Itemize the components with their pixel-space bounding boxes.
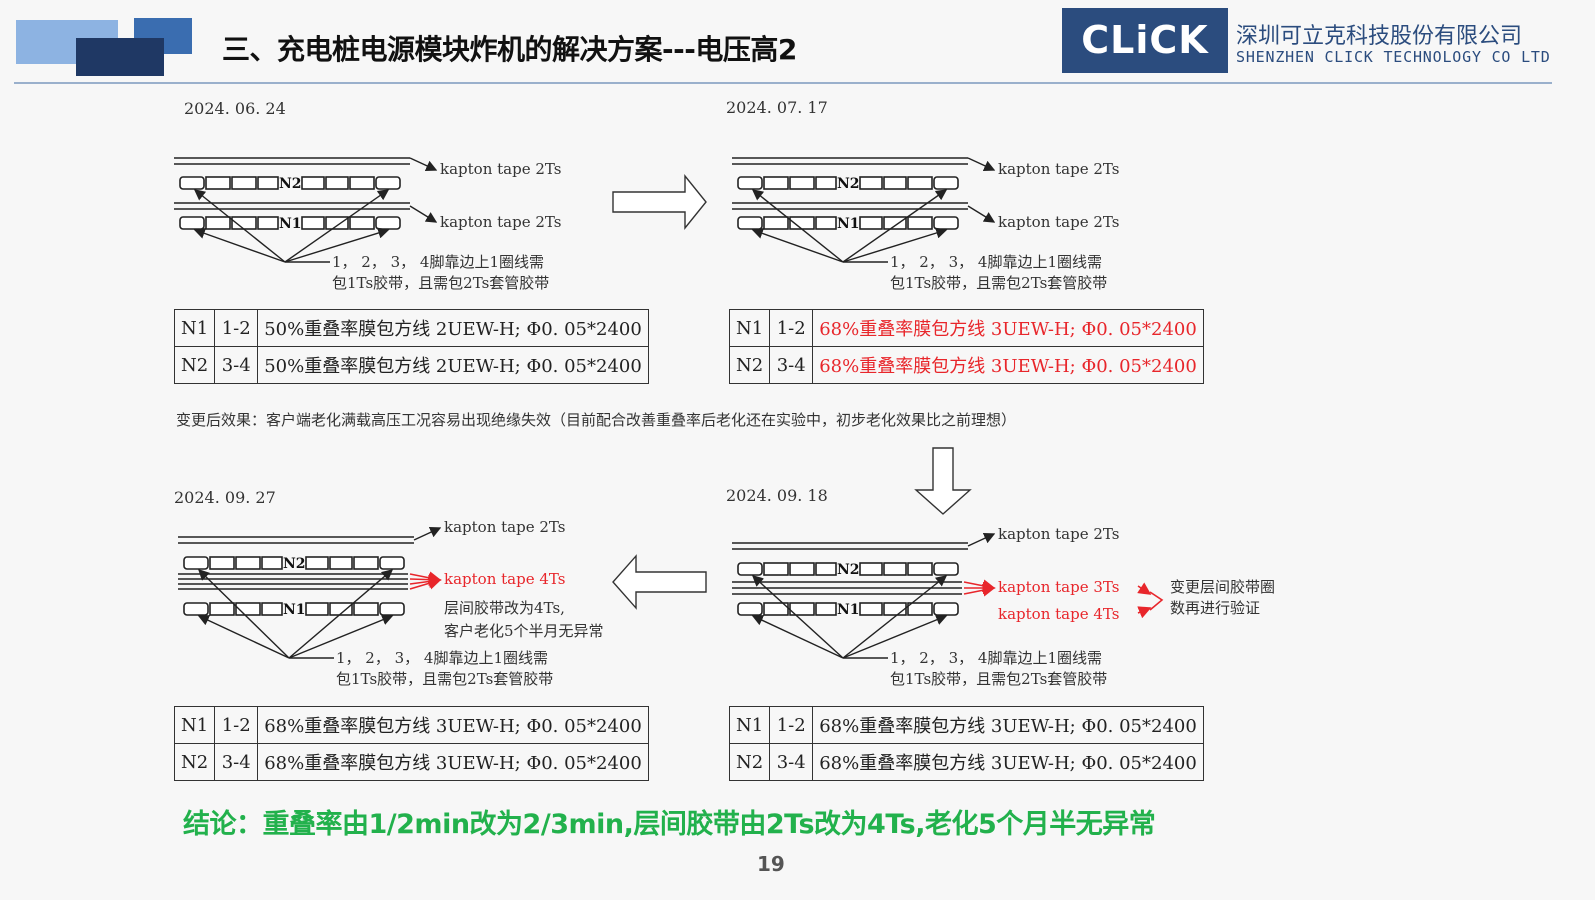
table-row: N2 3-4 68%重叠率膜包方线 3UEW-H; Φ0. 05*2400 [173, 743, 649, 781]
tape-top-d1: kapton tape 2Ts [440, 160, 562, 178]
tape-mid-d2: kapton tape 2Ts [998, 213, 1120, 231]
cell-spec: 68%重叠率膜包方线 3UEW-H; Φ0. 05*2400 [257, 706, 649, 744]
tape-top-d3: kapton tape 2Ts [998, 525, 1120, 543]
tape-top-d4: kapton tape 2Ts [444, 518, 566, 536]
label-n1-d1: N1 [279, 216, 302, 232]
cell-spec: 50%重叠率膜包方线 2UEW-H; Φ0. 05*2400 [257, 309, 649, 347]
change-note-line2: 数再进行验证 [1170, 599, 1261, 617]
cell-winding: N2 [728, 346, 771, 384]
note-d2: 1， 2， 3， 4脚靠边上1圈线需 包1Ts胶带，且需包2Ts套管胶带 [890, 252, 1107, 294]
cell-winding: N1 [173, 309, 216, 347]
company-name-cn: 深圳可立克科技股份有限公司 [1236, 24, 1523, 49]
note-line2-d1: 包1Ts胶带，且需包2Ts套管胶带 [332, 274, 550, 292]
tape-top-d2: kapton tape 2Ts [998, 160, 1120, 178]
arrow-right-icon [612, 174, 707, 230]
label-n1-d3: N1 [837, 602, 860, 618]
spec-table-d2: N1 1-2 68%重叠率膜包方线 3UEW-H; Φ0. 05*2400 N2… [728, 309, 1204, 384]
cell-winding: N2 [728, 743, 771, 781]
spec-table-d4: N1 1-2 68%重叠率膜包方线 3UEW-H; Φ0. 05*2400 N2… [173, 706, 649, 781]
cell-pins: 3-4 [214, 346, 259, 384]
cell-winding: N1 [728, 309, 771, 347]
company-logo: CLiCK [1062, 8, 1228, 73]
cell-spec: 50%重叠率膜包方线 2UEW-H; Φ0. 05*2400 [257, 346, 649, 384]
note-line1-d3: 1， 2， 3， 4脚靠边上1圈线需 [890, 649, 1103, 667]
cell-spec: 68%重叠率膜包方线 3UEW-H; Φ0. 05*2400 [812, 743, 1204, 781]
brace-icon [1149, 591, 1164, 611]
cell-pins: 1-2 [769, 309, 814, 347]
spec-table-d1: N1 1-2 50%重叠率膜包方线 2UEW-H; Φ0. 05*2400 N2… [173, 309, 649, 384]
table-row: N1 1-2 68%重叠率膜包方线 3UEW-H; Φ0. 05*2400 [728, 706, 1204, 744]
note-line1-d2: 1， 2， 3， 4脚靠边上1圈线需 [890, 253, 1103, 271]
winding-diagram-1 [174, 157, 438, 263]
change-note-d3: 变更层间胶带圈 数再进行验证 [1170, 577, 1275, 619]
cell-spec: 68%重叠率膜包方线 3UEW-H; Φ0. 05*2400 [812, 309, 1204, 347]
red-tape-arrows-3 [963, 579, 1152, 619]
red-tape-arrows-4 [409, 571, 442, 590]
label-n1-d4: N1 [283, 602, 306, 618]
cell-pins: 1-2 [214, 706, 259, 744]
note-d1: 1， 2， 3， 4脚靠边上1圈线需 包1Ts胶带，且需包2Ts套管胶带 [332, 252, 549, 294]
note-d3: 1， 2， 3， 4脚靠边上1圈线需 包1Ts胶带，且需包2Ts套管胶带 [890, 648, 1107, 690]
table-row: N1 1-2 50%重叠率膜包方线 2UEW-H; Φ0. 05*2400 [173, 309, 649, 347]
red-note-line2: 客户老化5个半月无异常 [444, 622, 604, 640]
note-line1-d4: 1， 2， 3， 4脚靠边上1圈线需 [336, 649, 549, 667]
arrow-left-icon [612, 554, 707, 610]
cell-pins: 3-4 [214, 743, 259, 781]
winding-diagram-3 [732, 533, 996, 659]
page-title: 三、充电桩电源模块炸机的解决方案---电压高2 [222, 33, 797, 66]
table-row: N2 3-4 68%重叠率膜包方线 3UEW-H; Φ0. 05*2400 [728, 743, 1204, 781]
arrow-down-icon [914, 447, 972, 515]
note-line1-d1: 1， 2， 3， 4脚靠边上1圈线需 [332, 253, 545, 271]
red-note-d4: 层间胶带改为4Ts, 客户老化5个半月无异常 [444, 597, 604, 643]
company-name-en: SHENZHEN CLICK TECHNOLOGY CO LTD [1236, 48, 1551, 66]
cell-winding: N1 [728, 706, 771, 744]
date-d4: 2024. 09. 27 [174, 488, 276, 507]
note-d4: 1， 2， 3， 4脚靠边上1圈线需 包1Ts胶带，且需包2Ts套管胶带 [336, 648, 553, 690]
cell-spec: 68%重叠率膜包方线 3UEW-H; Φ0. 05*2400 [812, 706, 1204, 744]
logo-text: CLiCK [1081, 18, 1209, 62]
header-divider [14, 82, 1552, 84]
winding-diagram-2 [732, 157, 996, 263]
label-n1-d2: N1 [837, 216, 860, 232]
cell-spec: 68%重叠率膜包方线 3UEW-H; Φ0. 05*2400 [812, 346, 1204, 384]
winding-diagram-4 [178, 527, 442, 659]
table-row: N1 1-2 68%重叠率膜包方线 3UEW-H; Φ0. 05*2400 [728, 309, 1204, 347]
change-effect-text: 变更后效果：客户端老化满载高压工况容易出现绝缘失效（目前配合改善重叠率后老化还在… [176, 411, 1017, 429]
date-d2: 2024. 07. 17 [726, 98, 828, 117]
tape-mid-a-d3: kapton tape 3Ts [998, 578, 1120, 596]
note-line2-d2: 包1Ts胶带，且需包2Ts套管胶带 [890, 274, 1108, 292]
cell-winding: N2 [173, 346, 216, 384]
cell-pins: 1-2 [214, 309, 259, 347]
change-note-line1: 变更层间胶带圈 [1170, 578, 1276, 596]
tape-mid-b-d3: kapton tape 4Ts [998, 605, 1120, 623]
table-row: N2 3-4 68%重叠率膜包方线 3UEW-H; Φ0. 05*2400 [728, 346, 1204, 384]
label-n2-d4: N2 [283, 556, 306, 572]
date-d3: 2024. 09. 18 [726, 486, 828, 505]
tape-mid-d1: kapton tape 2Ts [440, 213, 562, 231]
label-n2-d3: N2 [837, 562, 860, 578]
red-note-line1: 层间胶带改为4Ts, [444, 599, 565, 617]
cell-winding: N1 [173, 706, 216, 744]
label-n2-d2: N2 [837, 176, 860, 192]
cell-winding: N2 [173, 743, 216, 781]
tape-mid-d4: kapton tape 4Ts [444, 570, 566, 588]
cell-pins: 1-2 [769, 706, 814, 744]
spec-table-d3: N1 1-2 68%重叠率膜包方线 3UEW-H; Φ0. 05*2400 N2… [728, 706, 1204, 781]
conclusion-text: 结论：重叠率由1/2min改为2/3min,层间胶带由2Ts改为4Ts,老化5个… [183, 809, 1156, 840]
label-n2-d1: N2 [279, 176, 302, 192]
cell-pins: 3-4 [769, 346, 814, 384]
note-line2-d4: 包1Ts胶带，且需包2Ts套管胶带 [336, 670, 554, 688]
table-row: N1 1-2 68%重叠率膜包方线 3UEW-H; Φ0. 05*2400 [173, 706, 649, 744]
date-d1: 2024. 06. 24 [184, 99, 286, 118]
cell-spec: 68%重叠率膜包方线 3UEW-H; Φ0. 05*2400 [257, 743, 649, 781]
header-decoration-dark [76, 38, 164, 76]
page-number: 19 [757, 852, 785, 876]
table-row: N2 3-4 50%重叠率膜包方线 2UEW-H; Φ0. 05*2400 [173, 346, 649, 384]
note-line2-d3: 包1Ts胶带，且需包2Ts套管胶带 [890, 670, 1108, 688]
cell-pins: 3-4 [769, 743, 814, 781]
